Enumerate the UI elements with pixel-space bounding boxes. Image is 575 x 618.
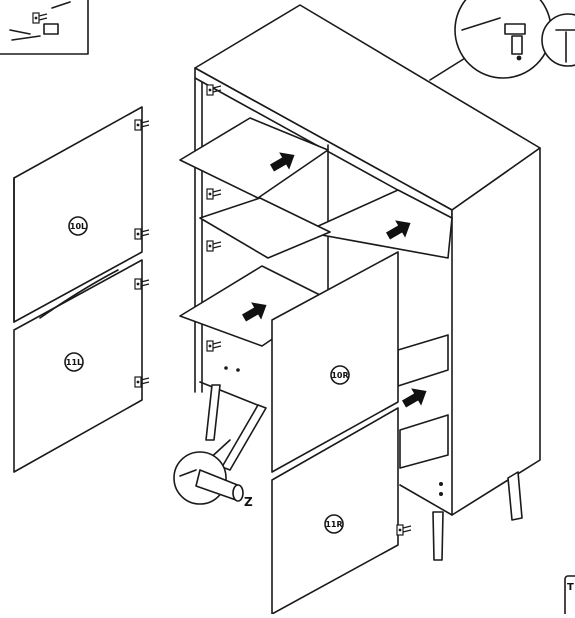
hinge-icon: [206, 340, 222, 352]
screw-icon: [516, 55, 522, 61]
corner-tag-label: T: [567, 582, 574, 593]
door-10l: 10L: [13, 106, 150, 323]
connector-callout: Z: [173, 439, 253, 509]
corner-tag: T: [564, 575, 575, 617]
hinge-icon: [396, 524, 412, 536]
connector-label: Z: [244, 495, 253, 509]
cabinet-body: [179, 4, 541, 516]
inset-hinge-detail: [0, 0, 89, 55]
door-10r: 10R: [271, 251, 399, 473]
door-label-10r: 10R: [331, 371, 348, 380]
cabinet-legs: [205, 384, 523, 561]
door-11l: 11L: [13, 259, 150, 473]
door-11r: 11R: [271, 407, 412, 615]
magnifier-callout: [429, 0, 575, 81]
door-label-11l: 11L: [66, 358, 82, 367]
hinge-icon: [206, 188, 222, 200]
hinge-icon: [206, 240, 222, 252]
arrow-icon: [399, 382, 432, 413]
door-label-11r: 11R: [325, 520, 342, 529]
door-label-10l: 10L: [70, 222, 86, 231]
